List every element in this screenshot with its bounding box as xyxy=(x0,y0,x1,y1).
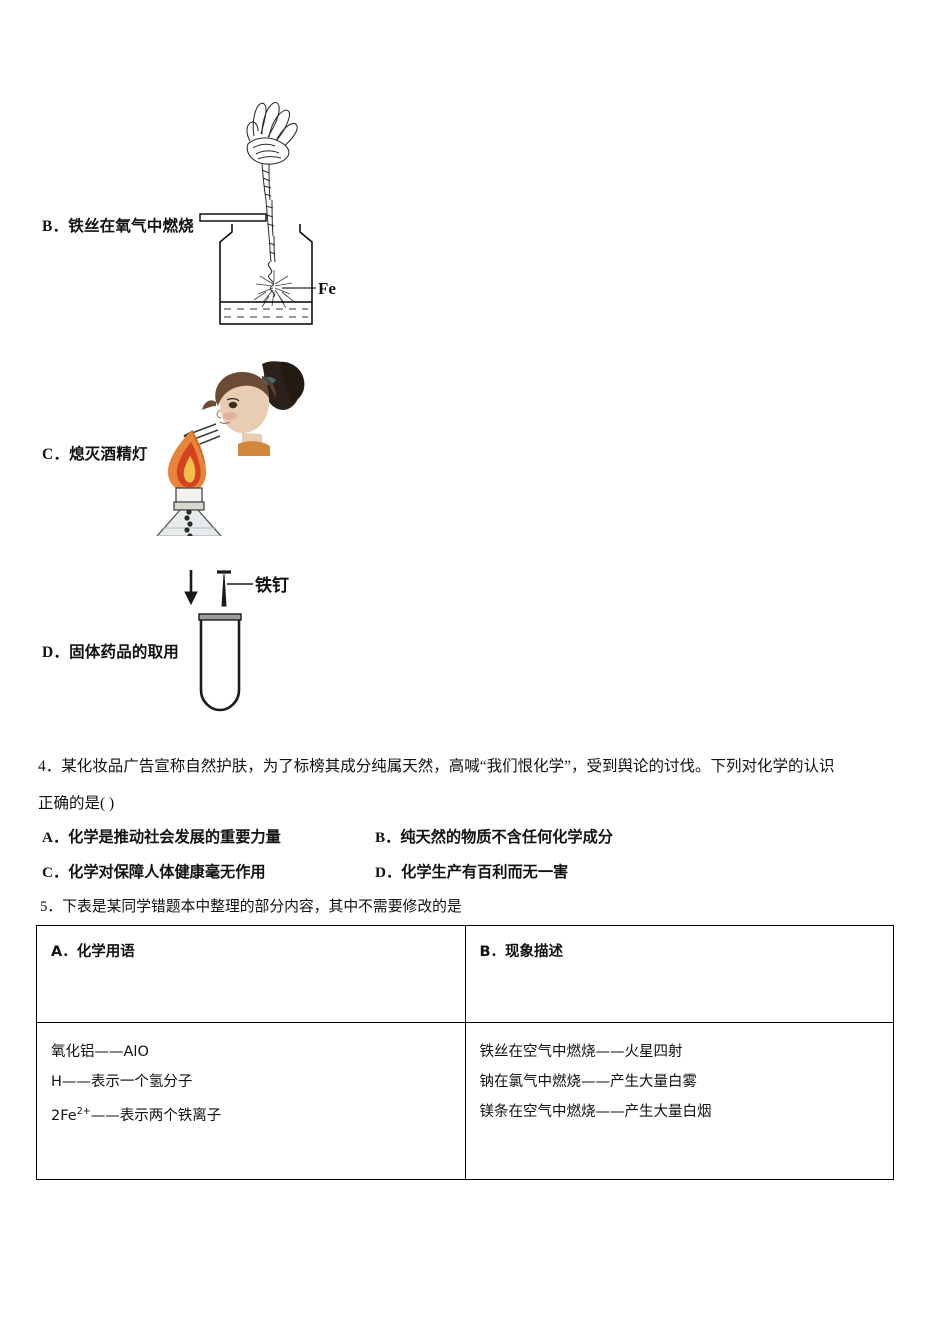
fe-annotation: Fe xyxy=(318,279,336,298)
table-body-cell-b[interactable]: 铁丝在空气中燃烧——火星四射 钠在氯气中燃烧——产生大量白雾 镁条在空气中燃烧—… xyxy=(464,1022,894,1180)
question-5-stem: 5．下表是某同学错题本中整理的部分内容，其中不需要修改的是 xyxy=(40,899,462,915)
alcohol-lamp xyxy=(156,487,222,536)
option-d-label: D．固体药品的取用 xyxy=(42,644,179,661)
question-4-choice-a[interactable]: A．化学是推动社会发展的重要力量 xyxy=(42,829,281,846)
table-header-cell-a[interactable]: A．化学用语 xyxy=(36,925,466,1023)
chem-term-line-3-sup: 2+ xyxy=(76,1106,91,1117)
question-4-stem-line2: 正确的是( ) xyxy=(38,795,115,812)
extinguishing-alcohol-lamp-figure xyxy=(150,358,335,536)
table-header-cell-b[interactable]: B．现象描述 xyxy=(464,925,894,1023)
chem-term-line-3: 2Fe2+——表示两个铁离子 xyxy=(51,1097,453,1131)
nail-annotation: 铁钉 xyxy=(255,575,289,596)
taking-solid-reagent-figure: 铁钉 xyxy=(175,562,350,722)
phenomenon-line-2: 钠在氯气中燃烧——产生大量白雾 xyxy=(479,1074,698,1090)
phenomenon-line-3: 镁条在空气中燃烧——产生大量白烟 xyxy=(479,1104,712,1120)
table-header-label-a: A．化学用语 xyxy=(51,944,135,960)
question-4-choice-c[interactable]: C．化学对保障人体健康毫无作用 xyxy=(42,864,266,881)
flame xyxy=(168,429,207,492)
question-4-choice-b[interactable]: B．纯天然的物质不含任何化学成分 xyxy=(375,829,613,846)
table-body-row: 氧化铝——AlO H——表示一个氢分子 2Fe2+——表示两个铁离子 铁丝在空气… xyxy=(36,1022,894,1180)
question-4-stem-line1: 4．某化妆品广告宣称自然护肤，为了标榜其成分纯属天然，高喊“我们恨化学”，受到舆… xyxy=(38,758,835,775)
question-4-choice-d[interactable]: D．化学生产有百利而无一害 xyxy=(375,864,569,881)
chem-term-line-3-pre: 2Fe xyxy=(51,1107,77,1124)
chem-term-line-2: H——表示一个氢分子 xyxy=(51,1074,193,1090)
chem-term-line-3-post: ——表示两个铁离子 xyxy=(90,1107,222,1124)
phenomenon-line-1: 铁丝在空气中燃烧——火星四射 xyxy=(479,1044,683,1060)
question-5-table: A．化学用语 B．现象描述 氧化铝——AlO H——表示一个氢分子 2Fe2+—… xyxy=(36,925,894,1180)
table-header-label-b: B．现象描述 xyxy=(479,944,564,960)
table-body-cell-a[interactable]: 氧化铝——AlO H——表示一个氢分子 2Fe2+——表示两个铁离子 xyxy=(36,1022,466,1180)
chem-term-line-1: 氧化铝——AlO xyxy=(51,1044,149,1060)
option-c-label: C．熄灭酒精灯 xyxy=(42,446,148,463)
table-header-row: A．化学用语 B．现象描述 xyxy=(36,925,894,1023)
girl-figure xyxy=(202,361,305,456)
option-b-label: B．铁丝在氧气中燃烧 xyxy=(42,218,194,235)
iron-wire-burning-in-oxygen-figure: Fe xyxy=(196,96,366,328)
